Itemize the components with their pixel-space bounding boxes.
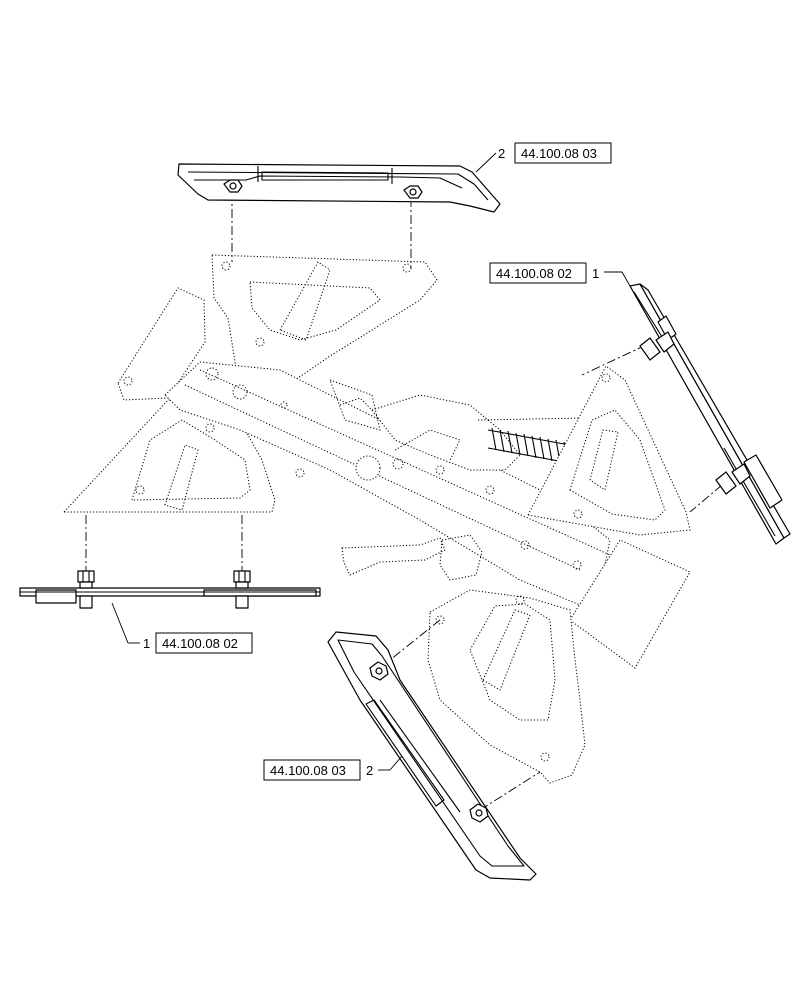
callout-ref-label: 44.100.08 02 [162,636,238,651]
lower-right-bracket [427,589,586,784]
wear-strip-top [177,163,501,213]
callout-bottom: 44.100.08 03 2 [263,755,403,781]
callout-ref-label: 44.100.08 03 [270,763,346,778]
plate-left [19,570,321,609]
callout-right: 44.100.08 02 1 [489,262,631,287]
callout-item-number: 1 [592,266,599,281]
main-beam [164,361,611,606]
right-bracket [527,365,691,536]
hex-nut [403,185,423,199]
bolt [715,463,751,495]
callout-ref-label: 44.100.08 03 [521,146,597,161]
upper-left-bracket [211,254,438,396]
callout-item-number: 2 [366,763,373,778]
assembly-centerlines [85,192,723,811]
lever-arm [341,537,446,576]
right-lower-plate [569,539,691,669]
wear-strip-bottom [327,631,537,881]
center-hinge [371,394,521,471]
callout-ref-label: 44.100.08 02 [496,266,572,281]
bolt [639,331,675,361]
bolt [233,570,251,609]
callout-left: 1 44.100.08 02 [111,602,253,654]
callout-item-number: 1 [143,636,150,651]
left-side-plate [117,287,206,401]
callout-top: 2 44.100.08 03 [475,142,612,173]
main-frame-assembly [62,254,691,784]
hex-nut [369,661,389,681]
plate-right [629,283,791,545]
callout-item-number: 2 [498,146,505,161]
bolt [77,570,95,609]
hex-nut [469,803,489,823]
hex-nut [223,179,243,193]
